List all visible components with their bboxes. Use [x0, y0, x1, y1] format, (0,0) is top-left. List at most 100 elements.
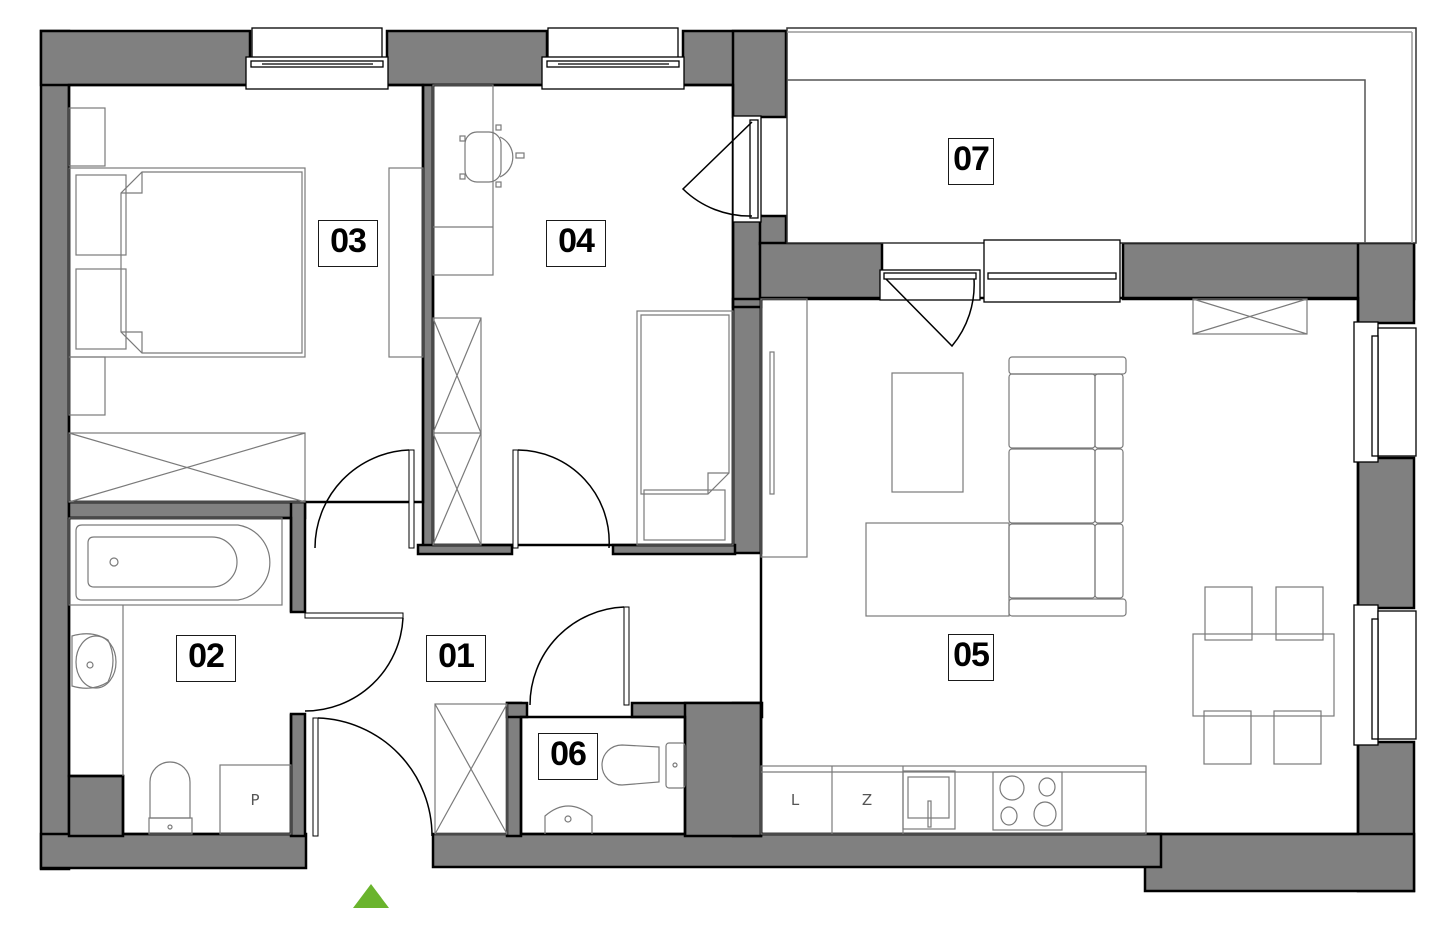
- room-label-02[interactable]: 02: [176, 635, 236, 682]
- room-label-04[interactable]: 04: [546, 220, 606, 267]
- bed-fold-1: [121, 172, 143, 194]
- wall-south-main: [431, 832, 1163, 869]
- wall-north-1: [39, 29, 252, 87]
- chair-1: [1204, 586, 1253, 641]
- sofa-chaise: [865, 522, 1010, 617]
- door-05-balcony: [885, 278, 975, 348]
- wardrobe-04: [432, 317, 482, 546]
- wall-02-east-upper: [289, 500, 307, 614]
- entrance-door-leaf[interactable]: [312, 717, 319, 837]
- entry-arrow-icon: [353, 884, 389, 908]
- room-label-03[interactable]: 03: [318, 220, 378, 267]
- bathtub-drain: [109, 557, 119, 567]
- room-label-07[interactable]: 07: [948, 138, 994, 185]
- single-bed-frame: [636, 310, 734, 546]
- wall-east-04-lower: [731, 214, 763, 555]
- hall-wardrobe: [434, 703, 508, 835]
- bathtub-frame: [68, 517, 283, 606]
- balcony: [786, 27, 1417, 244]
- wall-04-05-joint: [758, 214, 788, 246]
- sideboard-cross: [1192, 298, 1308, 335]
- pillow-1: [75, 174, 127, 256]
- wall-east-1: [1356, 241, 1416, 325]
- door-06-swing: [529, 606, 625, 706]
- wall-02-east-lower: [289, 712, 307, 838]
- door-06-leaf[interactable]: [623, 606, 630, 706]
- balcony-inner-edge: [787, 79, 1366, 243]
- washing-machine: [219, 764, 292, 835]
- wall-south-west: [39, 832, 308, 870]
- fridge-label: L: [790, 791, 800, 809]
- double-bed-cover: [120, 171, 303, 354]
- window-04: [541, 27, 685, 90]
- wc-toilet: [601, 744, 660, 786]
- window-03: [245, 27, 389, 90]
- bathtub-outer: [75, 524, 271, 601]
- chair-4: [1273, 710, 1322, 765]
- wardrobe-03: [68, 432, 306, 503]
- wall-bath-sw: [67, 774, 125, 838]
- nightstand-bottom: [68, 356, 106, 416]
- tv-cabinet: [760, 298, 808, 558]
- wall-east-2: [1356, 456, 1416, 610]
- desk: [432, 84, 494, 276]
- wardrobe-03-cross: [68, 432, 306, 503]
- sideboard: [1192, 298, 1308, 335]
- chair-2: [1275, 586, 1324, 641]
- wall-north-2: [385, 29, 549, 87]
- bed-fold-2: [121, 331, 143, 353]
- bathroom-toilet: [149, 761, 191, 819]
- bathtub-inner: [87, 536, 238, 588]
- windows: [245, 27, 1417, 746]
- single-bed-pillow: [643, 489, 726, 541]
- cooktop: [992, 771, 1063, 831]
- wall-06-north-1: [505, 701, 529, 719]
- coffee-table: [891, 372, 964, 493]
- wall-04-south-2: [611, 543, 737, 556]
- wall-06-east: [683, 701, 763, 838]
- nightstand-top: [68, 107, 106, 167]
- hall-wardrobe-cross: [434, 703, 508, 835]
- door-02-swing: [304, 617, 404, 712]
- pillow-2: [75, 268, 127, 350]
- door-03-leaf[interactable]: [408, 449, 415, 549]
- wall-03-02: [67, 500, 307, 520]
- door-04-leaf[interactable]: [512, 449, 519, 549]
- doors: [304, 121, 975, 837]
- wall-west: [39, 29, 71, 871]
- door-02-leaf[interactable]: [304, 612, 404, 619]
- wall-04-south-1: [416, 543, 514, 556]
- window-05-east-2: [1353, 604, 1417, 746]
- dining-table: [1192, 633, 1335, 717]
- bathroom-sink: [71, 633, 114, 689]
- kitchen-counter: [760, 765, 1147, 835]
- window-05-east-1: [1353, 321, 1417, 463]
- chair-3: [1203, 710, 1252, 765]
- wall-06-west: [505, 701, 523, 838]
- room-label-06[interactable]: 06: [538, 733, 598, 780]
- wc-sink: [544, 805, 593, 834]
- wall-05-west: [731, 297, 763, 309]
- kitchen-sink: [902, 770, 956, 830]
- entrance-door-swing: [317, 717, 433, 837]
- door-04-swing: [517, 449, 610, 549]
- tv-panel: [769, 351, 775, 495]
- room-label-01[interactable]: 01: [426, 635, 486, 682]
- washer-label: P: [250, 791, 260, 809]
- double-bed-frame: [68, 167, 306, 358]
- balcony-door-05: [879, 239, 1121, 303]
- wall-ne-04: [731, 29, 788, 119]
- office-chair: [459, 124, 525, 188]
- wall-03-04: [421, 83, 435, 554]
- single-bed-cover: [640, 314, 730, 495]
- room-label-05[interactable]: 05: [948, 634, 994, 681]
- dishwasher-label: Z: [861, 791, 873, 809]
- furniture: [68, 84, 1335, 835]
- sofa: [1008, 356, 1127, 617]
- door-04-balcony: [681, 121, 753, 217]
- wall-north-05-1: [758, 241, 884, 301]
- wall-south-kitchen: [1143, 832, 1416, 893]
- door-03-swing: [314, 449, 410, 549]
- wardrobe-04-cross: [432, 317, 482, 546]
